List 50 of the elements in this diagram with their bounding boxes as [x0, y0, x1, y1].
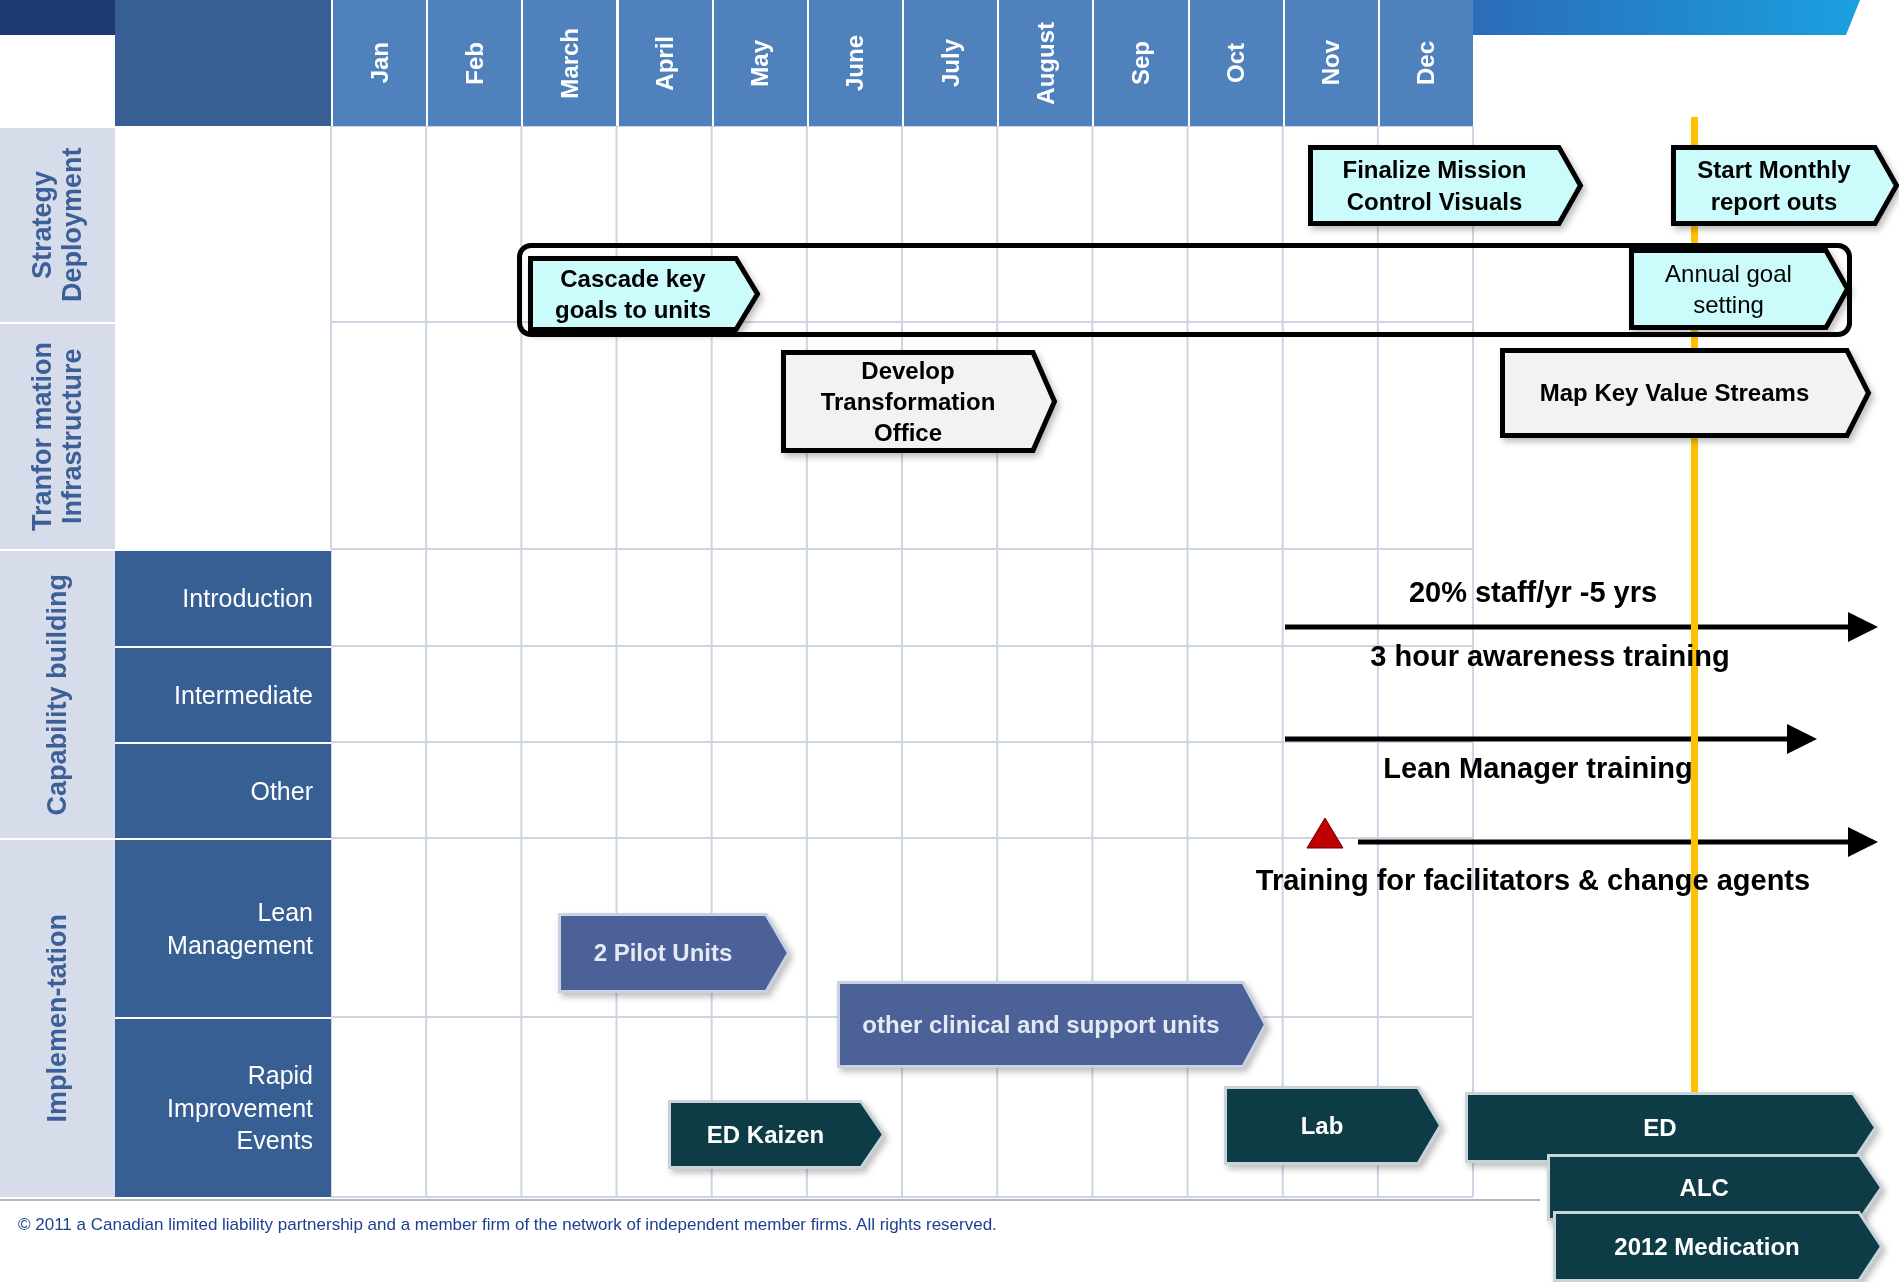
task-label: Start Monthly report outs — [1696, 155, 1852, 217]
chevron-bar — [1629, 248, 1850, 330]
task-label: ED — [1643, 1112, 1677, 1143]
chevron-bar — [1224, 1086, 1442, 1165]
month-label: Dec — [1412, 41, 1441, 85]
task-label: ALC — [1679, 1172, 1729, 1203]
chevron-bar — [558, 913, 790, 993]
chevron-bar — [837, 981, 1267, 1068]
month-label: June — [841, 35, 870, 91]
chevron-bar — [1553, 1211, 1883, 1282]
month-label: Nov — [1317, 40, 1346, 86]
month-label: April — [651, 35, 680, 91]
chevron-bar — [1671, 145, 1899, 226]
task-label: Annual goal setting — [1664, 258, 1793, 320]
task-label: Lab — [1300, 1110, 1344, 1141]
section-title: Capability building — [42, 573, 73, 816]
task-label: Develop Transformation Office — [819, 355, 997, 449]
month-label: May — [746, 39, 775, 87]
chevron-bar — [528, 256, 760, 332]
month-label: March — [555, 27, 584, 99]
task-label: 2012 Medication — [1614, 1231, 1800, 1262]
row-header: Lean Management — [115, 838, 331, 1017]
task-label: Cascade key goals to units — [554, 263, 712, 325]
track-label: Lean Manager training — [1383, 752, 1693, 784]
month-label: Feb — [460, 41, 489, 85]
month-label: Sep — [1126, 41, 1155, 85]
row-header: Introduction — [115, 549, 331, 646]
month-label: Oct — [1222, 43, 1251, 83]
row-header: Other — [115, 742, 331, 838]
chevron-bar — [1308, 145, 1583, 226]
group-outline — [517, 243, 1852, 337]
chevron-bar — [1465, 1092, 1877, 1163]
track-label: 20% staff/yr -5 yrs — [1408, 576, 1658, 608]
month-label: July — [936, 39, 965, 87]
row-header: Intermediate — [115, 646, 331, 742]
chevron-bar — [1500, 348, 1871, 438]
task-label: Finalize Mission Control Visuals — [1341, 155, 1528, 217]
task-label: 2 Pilot Units — [593, 938, 733, 969]
section-title: Tranfor mation Infrastructure — [27, 341, 88, 533]
task-label: ED Kaizen — [706, 1119, 825, 1150]
task-label: Map Key Value Streams — [1539, 378, 1810, 409]
copyright-note: © 2011 a Canadian limited liability partnership and a member firm of the network of independent member firms. All rights reserved. — [18, 1214, 998, 1236]
month-label: August — [1031, 21, 1060, 105]
chevron-bar — [781, 350, 1057, 453]
section-title: Implemen-tation — [42, 914, 73, 1123]
month-label: Jan — [365, 42, 394, 84]
task-label: other clinical and support units — [862, 1009, 1220, 1040]
chevron-bar — [668, 1100, 885, 1169]
section-title: Strategy Deployment — [27, 146, 88, 305]
row-header: Rapid Improvement Events — [115, 1017, 331, 1197]
